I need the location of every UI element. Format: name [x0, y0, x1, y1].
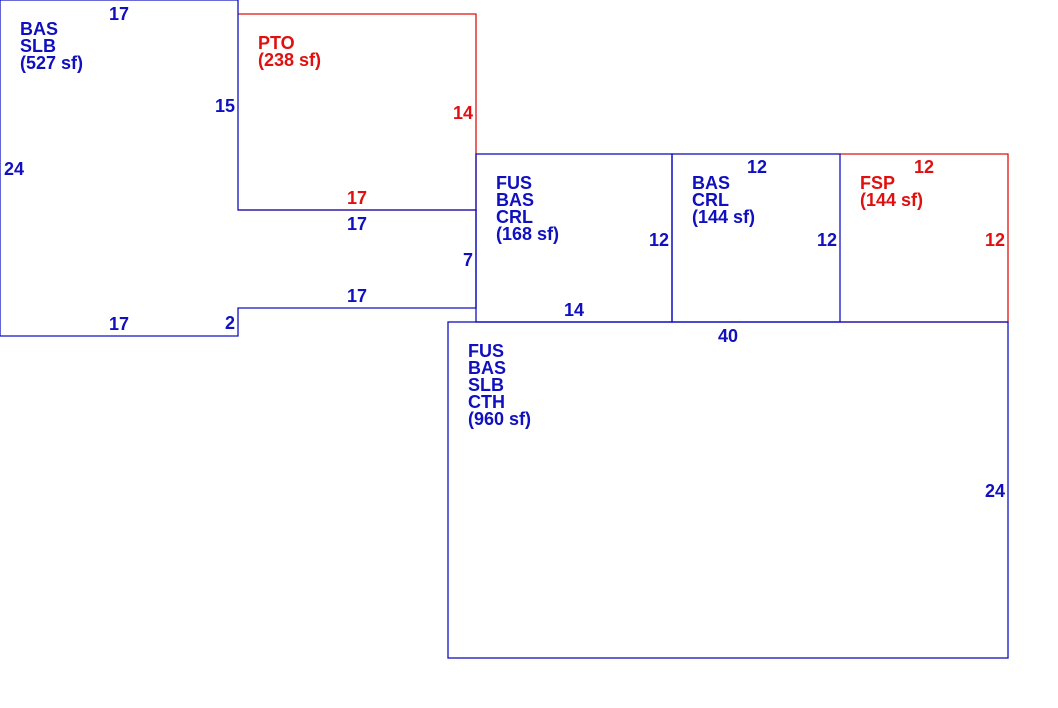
area-label-bas-crl: BAS CRL (144 sf)	[692, 173, 755, 227]
dim-pto-right: 14	[453, 103, 473, 123]
dim-fus-bas-crl-right: 12	[649, 230, 669, 250]
fus-bas-slb-cth-outline	[447, 321, 1009, 659]
area-label-pto: PTO (238 sf)	[258, 33, 321, 70]
dim-neck-right: 7	[463, 250, 473, 270]
dim-main-bottom: 17	[109, 314, 129, 334]
dim-main-left: 24	[4, 159, 24, 179]
dim-fus-bas-slb-cth-top: 40	[718, 326, 738, 346]
dim-fus-bas-slb-cth-right: 24	[985, 481, 1005, 501]
dim-pto-bottom: 17	[347, 188, 367, 208]
dim-main-top: 17	[109, 4, 129, 24]
dim-fsp-right: 12	[985, 230, 1005, 250]
dim-main-jog: 2	[225, 313, 235, 333]
dim-main-inner-right: 15	[215, 96, 235, 116]
main-area-outline	[0, 0, 477, 337]
dim-neck-bottom: 17	[347, 286, 367, 306]
dim-bas-crl-right: 12	[817, 230, 837, 250]
dim-neck-top: 17	[347, 214, 367, 234]
dim-bas-crl-top: 12	[747, 157, 767, 177]
area-label-fus-bas-crl: FUS BAS CRL (168 sf)	[496, 173, 559, 244]
area-label-bas-slb: BAS SLB (527 sf)	[20, 19, 83, 73]
dim-fsp-top: 12	[914, 157, 934, 177]
area-label-fus-bas-slb-cth: FUS BAS SLB CTH (960 sf)	[468, 341, 531, 429]
dim-fus-bas-crl-bottom: 14	[564, 300, 584, 320]
area-label-fsp: FSP (144 sf)	[860, 173, 923, 210]
